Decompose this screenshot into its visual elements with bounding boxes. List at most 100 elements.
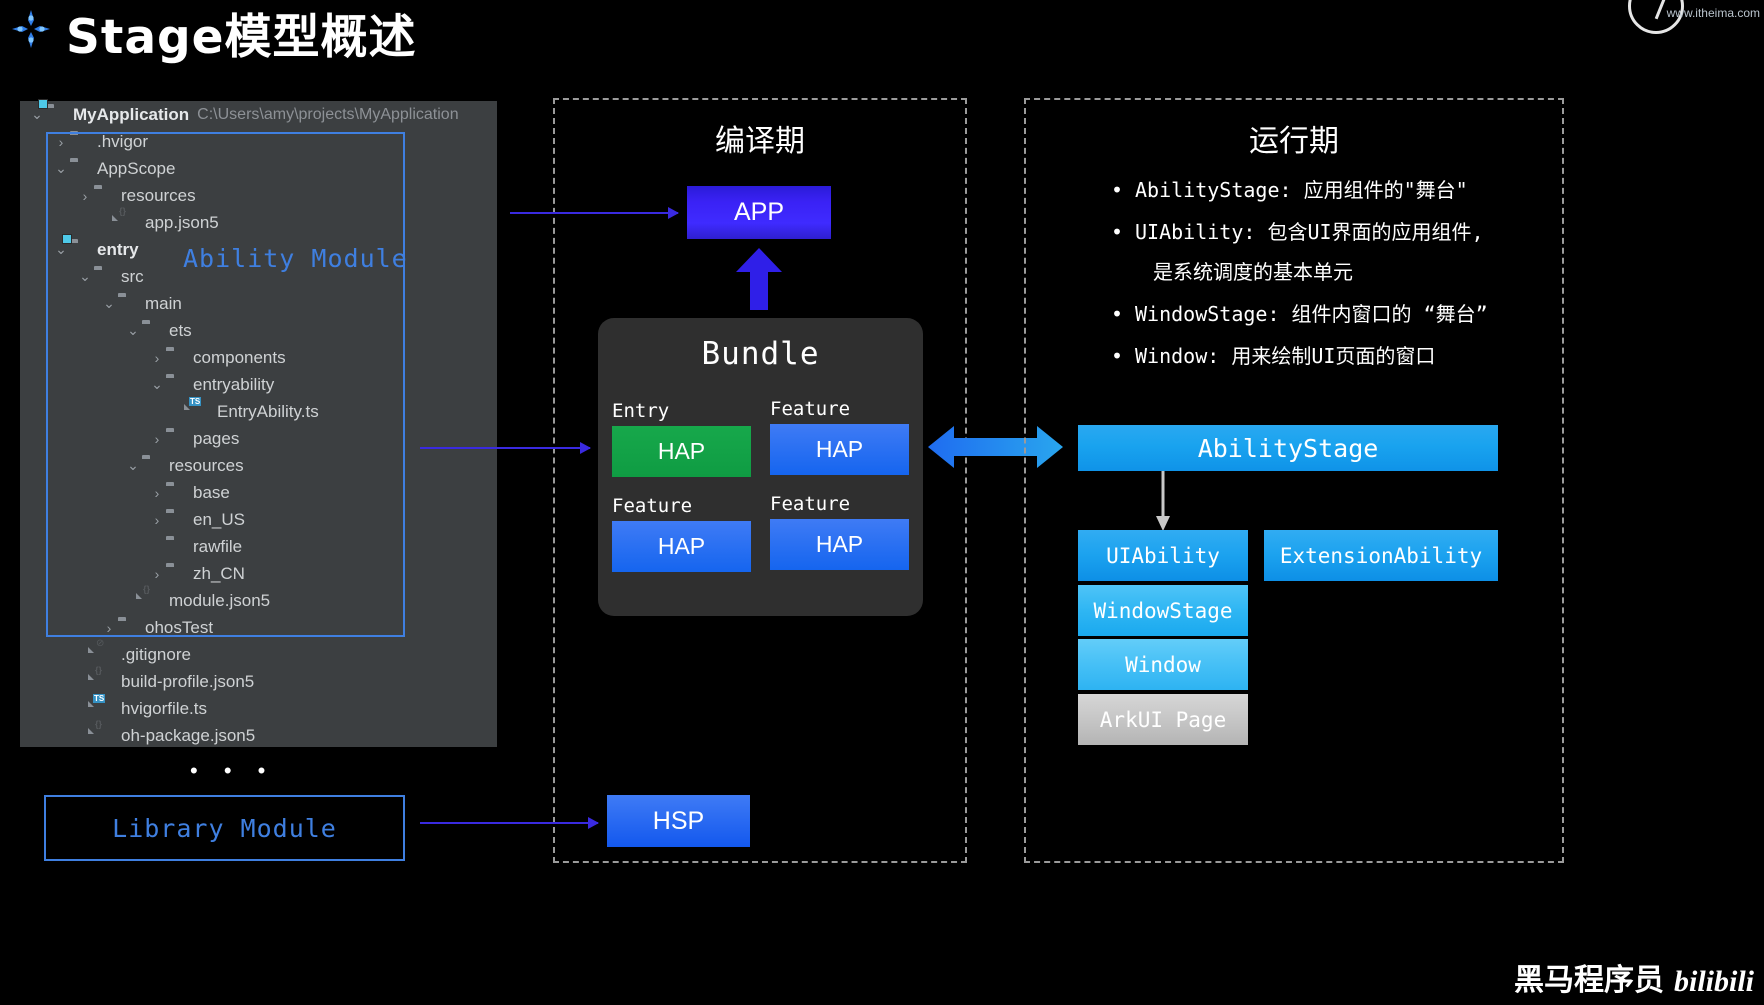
tree-row[interactable]: › base (20, 479, 497, 506)
chevron-down-icon[interactable]: ⌄ (55, 241, 67, 257)
tree-row[interactable]: ·app.json5 (20, 209, 497, 236)
folder-icon (118, 296, 138, 312)
arrow-bundle-to-runtime (928, 424, 1063, 470)
tree-row-label: ets (169, 320, 192, 340)
tree-row[interactable]: ·module.json5 (20, 587, 497, 614)
folder-module-icon (46, 107, 66, 123)
tree-row[interactable]: ›pages (20, 425, 497, 452)
tree-row[interactable]: ⌄ entryability (20, 371, 497, 398)
tree-row[interactable]: ·hvigorfile.ts (20, 695, 497, 722)
chevron-right-icon[interactable]: › (58, 133, 64, 150)
tree-row[interactable]: ·.gitignore (20, 641, 497, 668)
tree-row-label: base (193, 482, 230, 502)
runtime-phase-title: 运行期 (1249, 124, 1339, 159)
compile-phase-zone: 编译期 (553, 98, 967, 863)
folder-icon (94, 269, 114, 285)
tree-row-label: hvigorfile.ts (121, 698, 207, 718)
tree-row-label: oh-package.json5 (121, 725, 256, 745)
sparkle-icon (8, 6, 54, 52)
chevron-down-icon[interactable]: ⌄ (31, 106, 43, 122)
chevron-right-icon[interactable]: › (154, 565, 160, 582)
tree-row[interactable]: ⌄ ets (20, 317, 497, 344)
tree-row[interactable]: ·build-profile.json5 (20, 668, 497, 695)
folder-icon (166, 539, 186, 555)
arrow-tree-to-app (510, 207, 679, 219)
abilitystage-box: AbilityStage (1078, 425, 1498, 471)
runtime-bullet: AbilityStage: 应用组件的"舞台" (1105, 170, 1555, 210)
hap-caption: Feature (770, 398, 851, 420)
tree-row-label: entry (97, 239, 139, 259)
arrow-tree-to-bundle (420, 442, 591, 454)
hap-box-feature-3: HAP (770, 519, 909, 570)
tree-row[interactable]: ⌄ src (20, 263, 497, 290)
chevron-down-icon[interactable]: ⌄ (127, 457, 139, 473)
tree-row-label: main (145, 293, 182, 313)
tree-row-label: rawfile (193, 536, 243, 556)
arrow-abilitystage-to-uiability (1155, 471, 1171, 531)
tree-row[interactable]: › zh_CN (20, 560, 497, 587)
tree-row-label: src (121, 266, 144, 286)
library-module-label: Library Module (112, 813, 337, 843)
hap-cell-entry: Entry HAP (612, 400, 751, 477)
runtime-bullet-text: Window: 用来绘制UI页面的窗口 (1135, 344, 1436, 368)
chevron-right-icon[interactable]: › (154, 349, 160, 366)
folder-icon (166, 350, 186, 366)
chevron-right-icon[interactable]: › (154, 430, 160, 447)
folder-icon (166, 512, 186, 528)
tree-row[interactable]: ·oh-package.json5 (20, 722, 497, 749)
folder-icon (94, 188, 114, 204)
tree-row[interactable]: ›ohosTest (20, 614, 497, 641)
runtime-bullet-text: WindowStage: 组件内窗口的 “舞台” (1135, 302, 1488, 326)
hap-box-feature-2: HAP (612, 521, 751, 572)
tree-row-label: module.json5 (169, 590, 271, 610)
bundle-title: Bundle (701, 336, 820, 372)
file-json-icon (142, 593, 162, 609)
compile-phase-title: 编译期 (715, 124, 805, 159)
tree-row[interactable]: ›components (20, 344, 497, 371)
tree-row-label: app.json5 (145, 212, 219, 232)
chevron-down-icon[interactable]: ⌄ (127, 322, 139, 338)
tree-row-label: en_US (193, 509, 245, 529)
folder-icon (166, 566, 186, 582)
chevron-right-icon[interactable]: › (154, 511, 160, 528)
tree-ellipsis: • • • (190, 758, 276, 783)
tree-row-label: .hvigor (97, 131, 149, 151)
tree-row-label: resources (121, 185, 196, 205)
chevron-down-icon[interactable]: ⌄ (55, 160, 67, 176)
ability-module-label: Ability Module (183, 244, 408, 273)
chevron-placeholder: · (148, 539, 166, 555)
tree-row[interactable]: ⌄ main (20, 290, 497, 317)
tree-row[interactable]: ⌄AppScope (20, 155, 497, 182)
hap-cell-feature-2: Feature HAP (612, 495, 751, 572)
runtime-bullet-cont: 是系统调度的基本单元 (1153, 260, 1353, 284)
tree-row[interactable]: › resources (20, 182, 497, 209)
folder-icon (70, 134, 90, 150)
chevron-down-icon[interactable]: ⌄ (151, 376, 163, 392)
folder-icon (142, 323, 162, 339)
tree-row[interactable]: ⌄resources (20, 452, 497, 479)
hap-cell-feature-3: Feature HAP (770, 493, 909, 570)
windowstage-box: WindowStage (1078, 585, 1248, 636)
file-ts-icon (94, 701, 114, 717)
chevron-right-icon[interactable]: › (106, 619, 112, 636)
tree-row[interactable]: › en_US (20, 506, 497, 533)
file-json-icon (118, 215, 138, 231)
hap-caption: Feature (612, 495, 693, 517)
hsp-box: HSP (607, 795, 750, 847)
uiability-box: UIAbility (1078, 530, 1248, 581)
tree-row[interactable]: · rawfile (20, 533, 497, 560)
hap-caption: Feature (770, 493, 851, 515)
chevron-right-icon[interactable]: › (154, 484, 160, 501)
brand-name-cn: 黑马程序员 (1513, 963, 1664, 998)
tree-row-label: zh_CN (193, 563, 245, 583)
chevron-right-icon[interactable]: › (82, 187, 88, 204)
tree-row[interactable]: ⌄ entry (20, 236, 497, 263)
tree-row[interactable]: › .hvigor (20, 128, 497, 155)
tree-row[interactable]: ·EntryAbility.ts (20, 398, 497, 425)
chevron-down-icon[interactable]: ⌄ (79, 268, 91, 284)
tree-row-label: entryability (193, 374, 275, 394)
chevron-down-icon[interactable]: ⌄ (103, 295, 115, 311)
